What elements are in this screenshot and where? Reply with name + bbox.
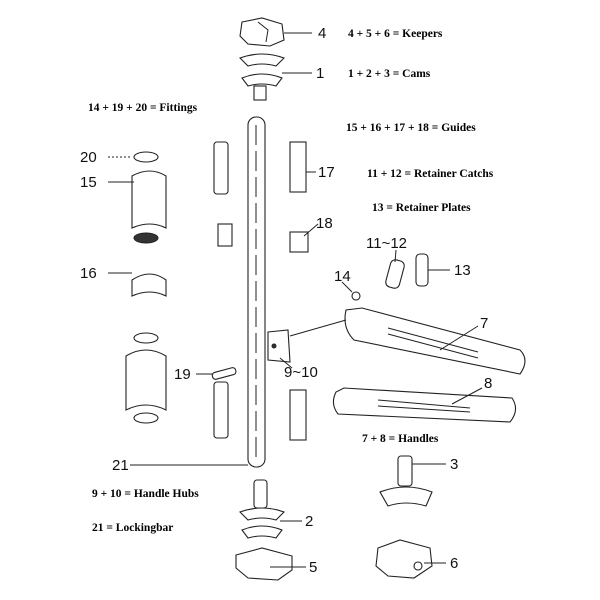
callout-7: 7 — [480, 315, 488, 332]
callout-3: 3 — [450, 456, 458, 473]
legend-handles: 7 + 8 = Handles — [362, 433, 439, 445]
handle-hub-9-10 — [267, 329, 293, 369]
fitting-20 — [108, 151, 159, 163]
callout-8: 8 — [484, 375, 492, 392]
callout-9-10: 9~10 — [284, 364, 318, 381]
guide-15 — [108, 170, 167, 244]
callout-17: 17 — [318, 164, 335, 181]
legend-guides: 15 + 16 + 17 + 18 = Guides — [346, 122, 476, 134]
callout-11-12: 11~12 — [366, 235, 407, 252]
guide-18 — [217, 223, 319, 253]
legend-cams: 1 + 2 + 3 = Cams — [348, 68, 431, 80]
callout-1: 1 — [316, 65, 324, 82]
guide-16 — [108, 272, 167, 297]
callout-6: 6 — [450, 555, 458, 572]
handle-7 — [289, 307, 526, 375]
keeper-6 — [375, 539, 446, 579]
callout-2: 2 — [305, 513, 313, 530]
handle-8 — [332, 387, 517, 423]
callout-20: 20 — [80, 149, 97, 166]
callout-19: 19 — [174, 366, 191, 383]
callout-18: 18 — [316, 215, 333, 232]
legend-retainer-plates: 13 = Retainer Plates — [372, 202, 471, 214]
locking-bar-21 — [247, 116, 266, 468]
guide-15-lower — [125, 332, 167, 424]
callout-21: 21 — [112, 457, 129, 474]
callout-5: 5 — [309, 559, 317, 576]
callout-14: 14 — [334, 268, 351, 285]
keeper-5 — [235, 547, 306, 581]
callout-13: 13 — [454, 262, 471, 279]
cam-3 — [379, 455, 446, 507]
cam-1 — [239, 53, 312, 101]
keeper-4 — [239, 17, 312, 47]
guide-17 — [213, 141, 316, 441]
legend-fittings: 14 + 19 + 20 = Fittings — [88, 102, 198, 114]
callout-16: 16 — [80, 265, 97, 282]
legend-lockingbar: 21 = Lockingbar — [92, 522, 173, 534]
retainer-parts — [341, 249, 450, 301]
cam-2 — [239, 479, 302, 539]
legend-handle-hubs: 9 + 10 = Handle Hubs — [92, 488, 199, 500]
callout-4: 4 — [318, 25, 326, 42]
legend-retainer-catchs: 11 + 12 = Retainer Catchs — [367, 168, 494, 180]
pin-19 — [196, 367, 237, 380]
legend-keepers: 4 + 5 + 6 = Keepers — [348, 28, 443, 40]
callout-15: 15 — [80, 174, 97, 191]
